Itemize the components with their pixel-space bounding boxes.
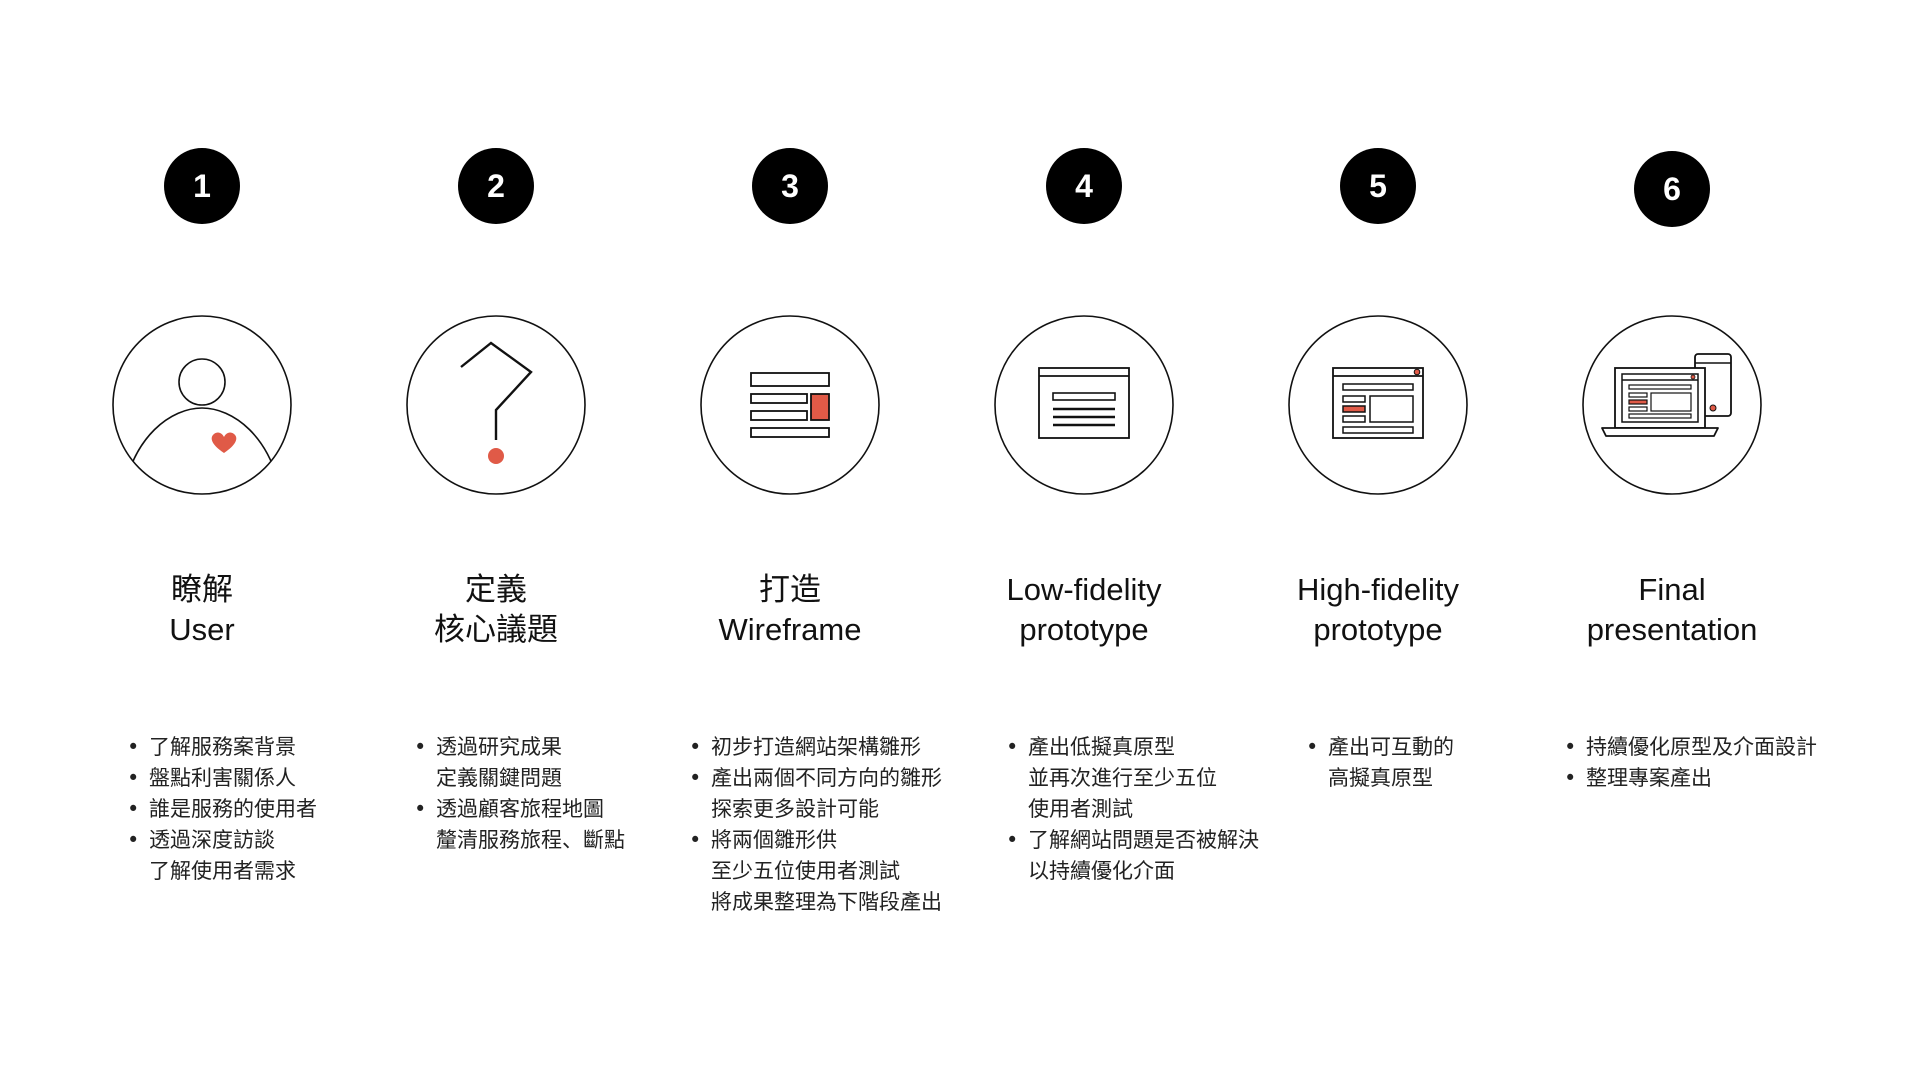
step-number-badge: 3 <box>752 148 828 224</box>
bullet-line: 了解網站問題是否被解決 <box>1028 828 1259 852</box>
bullet-item: 透過深度訪談 了解使用者需求 <box>127 825 317 887</box>
bullet-line: 並再次進行至少五位 <box>1028 766 1217 790</box>
step-title-line: Final <box>1638 572 1706 607</box>
step-3: 3 打造 Wireframe 初步打造網站架構雛形 產出兩個不同方向的雛形 探索… <box>640 0 942 1080</box>
bullet-line: 透過顧客旅程地圖 <box>436 797 604 821</box>
step-title-line: 定義 <box>465 572 527 607</box>
bullet-line: 了解使用者需求 <box>149 859 296 883</box>
step-bullet-list: 產出低擬真原型 並再次進行至少五位 使用者測試 了解網站問題是否被解決 以持續優… <box>1006 732 1259 887</box>
bullet-line: 了解服務案背景 <box>149 735 296 759</box>
step-title-line: User <box>169 612 235 647</box>
bullet-item: 盤點利害關係人 <box>127 763 317 794</box>
step-title-line: 打造 <box>759 572 821 607</box>
bullet-line: 使用者測試 <box>1028 797 1133 821</box>
step-number-badge: 6 <box>1634 151 1710 227</box>
bullet-line: 將兩個雛形供 <box>711 828 837 852</box>
step-title: 瞭解 User <box>52 570 352 650</box>
bullet-item: 初步打造網站架構雛形 <box>689 732 942 763</box>
bullet-item: 透過研究成果 定義關鍵問題 <box>414 732 625 794</box>
bullet-line: 以持續優化介面 <box>1028 859 1175 883</box>
step-title-line: prototype <box>1019 612 1149 647</box>
step-2: 2 定義 核心議題 透過研究成果 定義關鍵問題 透過顧客旅程地圖 釐清服務旅程、… <box>346 0 646 1080</box>
bullet-line: 整理專案產出 <box>1586 766 1712 790</box>
step-1: 1 瞭解 User 了解服務案背景 盤點利害關係人 誰是服務的使用者 透過深度訪… <box>52 0 352 1080</box>
bullet-line: 持續優化原型及介面設計 <box>1586 735 1817 759</box>
step-5: 5 High-fidelity prototype 產出可互動的 高擬真 <box>1228 0 1528 1080</box>
bullet-line: 透過深度訪談 <box>149 828 275 852</box>
bullet-item: 持續優化原型及介面設計 <box>1564 732 1817 763</box>
bullet-item: 產出低擬真原型 並再次進行至少五位 使用者測試 <box>1006 732 1259 825</box>
step-title: Low-fidelity prototype <box>934 570 1234 650</box>
step-title: High-fidelity prototype <box>1228 570 1528 650</box>
bullet-item: 了解網站問題是否被解決 以持續優化介面 <box>1006 825 1259 887</box>
bullet-item: 將兩個雛形供 至少五位使用者測試 將成果整理為下階段產出 <box>689 825 942 918</box>
bullet-item: 產出兩個不同方向的雛形 探索更多設計可能 <box>689 763 942 825</box>
bullet-line: 誰是服務的使用者 <box>149 797 317 821</box>
step-bullet-list: 持續優化原型及介面設計 整理專案產出 <box>1564 732 1817 794</box>
bullet-item: 整理專案產出 <box>1564 763 1817 794</box>
bullet-item: 了解服務案背景 <box>127 732 317 763</box>
step-title: 定義 核心議題 <box>346 570 646 650</box>
step-title-line: Low-fidelity <box>1006 572 1162 607</box>
step-bullet-list: 透過研究成果 定義關鍵問題 透過顧客旅程地圖 釐清服務旅程、斷點 <box>414 732 625 856</box>
step-bullet-list: 初步打造網站架構雛形 產出兩個不同方向的雛形 探索更多設計可能 將兩個雛形供 至… <box>689 732 942 918</box>
low-fidelity-window-icon <box>994 315 1174 495</box>
step-number-badge: 4 <box>1046 148 1122 224</box>
bullet-line: 產出兩個不同方向的雛形 <box>711 766 942 790</box>
bullet-item: 誰是服務的使用者 <box>127 794 317 825</box>
wireframe-icon <box>700 315 880 495</box>
step-number-badge: 5 <box>1340 148 1416 224</box>
step-4: 4 Low-fidelity prototype 產出低擬真原型 並再次進行至少… <box>934 0 1259 1080</box>
step-bullet-list: 了解服務案背景 盤點利害關係人 誰是服務的使用者 透過深度訪談 了解使用者需求 <box>127 732 317 887</box>
step-title-line: High-fidelity <box>1297 572 1459 607</box>
bullet-item: 透過顧客旅程地圖 釐清服務旅程、斷點 <box>414 794 625 856</box>
step-6: 6 Final presentation <box>1522 0 1822 1080</box>
bullet-line: 至少五位使用者測試 <box>711 859 900 883</box>
step-title-line: prototype <box>1313 612 1443 647</box>
bullet-line: 產出低擬真原型 <box>1028 735 1175 759</box>
step-title-line: 核心議題 <box>434 612 558 647</box>
user-heart-icon <box>112 315 292 495</box>
bullet-line: 釐清服務旅程、斷點 <box>436 828 625 852</box>
bullet-line: 初步打造網站架構雛形 <box>711 735 921 759</box>
bullet-item: 產出可互動的 高擬真原型 <box>1306 732 1454 794</box>
bullet-line: 將成果整理為下階段產出 <box>711 890 942 914</box>
bullet-line: 高擬真原型 <box>1328 766 1433 790</box>
bullet-line: 探索更多設計可能 <box>711 797 879 821</box>
laptop-phone-icon <box>1582 315 1762 495</box>
step-number-badge: 2 <box>458 148 534 224</box>
step-title-line: Wireframe <box>718 612 862 647</box>
step-bullet-list: 產出可互動的 高擬真原型 <box>1306 732 1454 794</box>
question-mark-icon <box>406 315 586 495</box>
step-title-line: 瞭解 <box>171 572 233 607</box>
step-title-line: presentation <box>1586 612 1758 647</box>
bullet-line: 盤點利害關係人 <box>149 766 296 790</box>
high-fidelity-window-icon <box>1288 315 1468 495</box>
step-number-badge: 1 <box>164 148 240 224</box>
step-title: Final presentation <box>1522 570 1822 650</box>
step-title: 打造 Wireframe <box>640 570 940 650</box>
bullet-line: 產出可互動的 <box>1328 735 1454 759</box>
bullet-line: 定義關鍵問題 <box>436 766 562 790</box>
bullet-line: 透過研究成果 <box>436 735 562 759</box>
